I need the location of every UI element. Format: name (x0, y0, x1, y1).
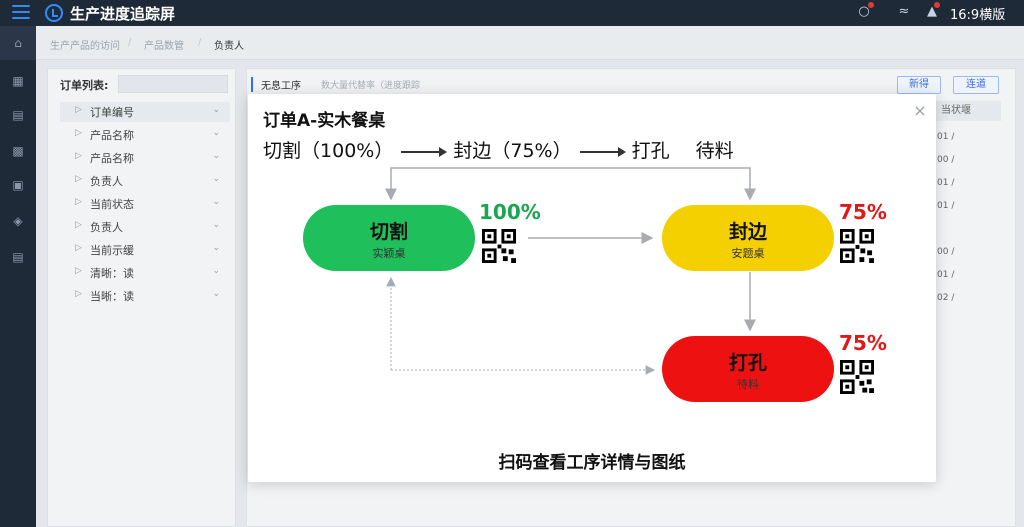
table-cell: 02 / (937, 293, 955, 303)
table-cell: 01 / (937, 178, 955, 188)
scan-hint: 扫码查看工序详情与图纸 (498, 453, 686, 473)
headset-icon[interactable]: ○ (858, 4, 870, 19)
close-icon[interactable]: × (913, 101, 927, 120)
stage-subtitle: 安题桌 (731, 247, 765, 260)
factory-icon[interactable]: ▣ (12, 178, 24, 192)
icon-rail: ⌂ ▦ ▤ ▩ ▣ ◈ ▤ (0, 26, 36, 527)
layout-ratio-label[interactable]: 16:9横版 (950, 8, 1006, 23)
chevron-down-icon: ⌄ (212, 174, 220, 184)
stage-percent: 75% (839, 331, 887, 355)
order-list-title: 订单列表: (60, 79, 109, 92)
document-icon[interactable]: ▤ (12, 250, 24, 264)
flow-step-name: 切割 (263, 140, 302, 162)
query-button[interactable]: 连道 (953, 76, 999, 94)
tree-item[interactable]: ▷产品名称⌄ (75, 151, 220, 165)
tree-item[interactable]: ▷负责人⌄ (75, 174, 220, 188)
table-cell: 00 / (937, 247, 955, 257)
flow-connectors (385, 167, 756, 375)
home-icon[interactable]: ⌂ (0, 26, 36, 60)
panel-subtitle: 数大量代替率（进度跟踪 (321, 81, 421, 91)
chevron-down-icon: ⌄ (212, 220, 220, 230)
breadcrumb-item-current: 负责人 (214, 41, 244, 52)
new-button[interactable]: 新得 (897, 76, 941, 94)
chevron-down-icon: ⌄ (212, 105, 220, 115)
expand-icon: ▷ (75, 266, 82, 276)
order-list-panel: 订单列表: ▷订单编号⌄ ▷产品名称⌄ ▷产品名称⌄ ▷负责人⌄ ▷当前状态⌄ … (47, 68, 236, 527)
expand-icon: ▷ (75, 243, 82, 253)
tree-item[interactable]: ▷当晰：读⌄ (75, 289, 220, 303)
stage-pill-edge[interactable]: 封边 安题桌 (662, 205, 834, 271)
bell-dot (934, 2, 940, 8)
flow-step-percent: （100%） (301, 140, 394, 162)
grid-icon[interactable]: ▦ (12, 74, 24, 88)
tree-item[interactable]: ▷负责人⌄ (75, 220, 220, 234)
expand-icon: ▷ (75, 220, 82, 230)
tab-process[interactable]: 无息工序 (251, 77, 301, 92)
flow-step-name: 打孔 (631, 140, 670, 162)
stage-name: 打孔 (728, 352, 767, 374)
top-bar: 生产进度追踪屏 ○ ≈ ▲ 16:9横版 (0, 0, 1024, 26)
clipboard-icon[interactable]: ▤ (12, 108, 24, 122)
bulb-icon[interactable]: ◈ (13, 214, 23, 228)
flow-step-percent: （75%） (491, 140, 572, 162)
stage-name: 切割 (369, 221, 408, 243)
stage-subtitle: 实颖桌 (372, 247, 406, 260)
tree-item[interactable]: ▷订单编号⌄ (60, 102, 230, 122)
chevron-down-icon: ⌄ (212, 243, 220, 253)
stage-subtitle: 待料 (737, 378, 759, 391)
chevron-down-icon: ⌄ (212, 151, 220, 161)
flow-bracket (390, 167, 751, 186)
expand-icon: ▷ (75, 197, 82, 207)
tree-item[interactable]: ▷清晰：读⌄ (75, 266, 220, 280)
table-cell: 01 / (937, 270, 955, 280)
table-cell: 00 / (937, 155, 955, 165)
chevron-down-icon: ⌄ (212, 197, 220, 207)
menu-icon[interactable] (12, 5, 30, 21)
breadcrumb-item[interactable]: 生产产品的访问 (50, 41, 120, 52)
stage-percent: 100% (479, 200, 541, 224)
chevron-down-icon: ⌄ (212, 266, 220, 276)
qr-code-icon[interactable] (840, 229, 874, 263)
notification-dot (868, 2, 874, 8)
breadcrumb: 生产产品的访问 / 产品数管 / 负责人 (36, 26, 1024, 60)
flow-step-name: 封边 (453, 140, 492, 162)
tree-item[interactable]: ▷当前状态⌄ (75, 197, 220, 211)
flow-step-name: 待料 (695, 140, 734, 162)
qr-code-icon[interactable] (482, 229, 516, 263)
bell-icon[interactable]: ▲ (927, 4, 937, 19)
signal-icon[interactable]: ≈ (898, 4, 910, 19)
tree-item[interactable]: ▷当前示缓⌄ (75, 243, 220, 257)
expand-icon: ▷ (75, 105, 82, 115)
order-detail-modal: × 订单A-实木餐桌 切割（100%）封边（75%）打孔待料 切割 实颖桌 10… (248, 94, 936, 482)
table-cell: 01 / (937, 132, 955, 142)
process-flow-line: 切割（100%） 封边（75%） 打孔 待料 (263, 136, 734, 163)
table-cell: 01 / (937, 201, 955, 211)
expand-icon: ▷ (75, 289, 82, 299)
print-icon[interactable]: ▩ (12, 144, 24, 158)
chevron-down-icon: ⌄ (212, 128, 220, 138)
chevron-down-icon: ⌄ (212, 289, 220, 299)
stage-pill-drill[interactable]: 打孔 待料 (662, 336, 834, 402)
expand-icon: ▷ (75, 128, 82, 138)
modal-title: 订单A-实木餐桌 (263, 111, 386, 131)
expand-icon: ▷ (75, 151, 82, 161)
expand-icon: ▷ (75, 174, 82, 184)
stage-name: 封边 (728, 221, 767, 243)
stage-pill-cut[interactable]: 切割 实颖桌 (303, 205, 475, 271)
app-title: 生产进度追踪屏 (70, 5, 176, 23)
stage-percent: 75% (839, 200, 887, 224)
logo-icon (45, 4, 63, 22)
order-search-input[interactable] (118, 75, 228, 93)
qr-code-icon[interactable] (840, 360, 874, 394)
arrow-right-icon (579, 146, 626, 157)
tree-item[interactable]: ▷产品名称⌄ (75, 128, 220, 142)
breadcrumb-item[interactable]: 产品数管 (144, 41, 184, 52)
arrow-right-icon (401, 146, 448, 157)
status-column-header: 当状堰 (935, 101, 1001, 121)
